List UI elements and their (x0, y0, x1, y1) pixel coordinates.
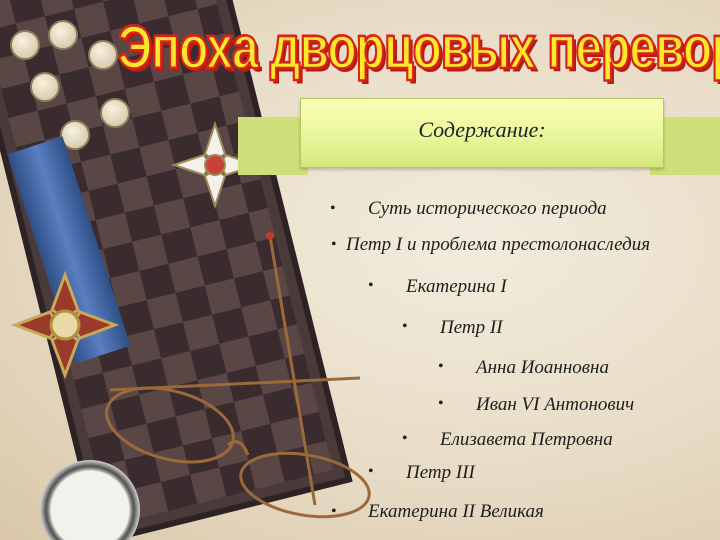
eyeglasses-image (90, 230, 450, 540)
contents-item-catherine-ii[interactable]: Екатерина II Великая (368, 501, 544, 522)
list-bullet: • (368, 277, 374, 294)
list-bullet: • (331, 236, 337, 253)
chess-piece (10, 30, 40, 60)
chess-piece (48, 20, 78, 50)
contents-item-ivan-vi[interactable]: Иван VI Антонович (476, 394, 635, 415)
page-title: Эпоха дворцовых переворотов (117, 14, 720, 83)
contents-heading: Содержание: (418, 117, 546, 142)
list-bullet: • (402, 430, 408, 447)
order-cross-icon (10, 270, 120, 384)
chess-piece (88, 40, 118, 70)
chess-piece (100, 98, 130, 128)
contents-banner: Содержание: (300, 98, 664, 168)
banner-tail-left (238, 117, 308, 175)
list-bullet: • (438, 358, 444, 375)
list-bullet: • (438, 395, 444, 412)
list-bullet: • (402, 318, 408, 335)
list-bullet: • (330, 200, 336, 217)
contents-item-peter-ii[interactable]: Петр II (440, 317, 503, 338)
compass-image (40, 460, 140, 540)
contents-item-elizabeth[interactable]: Елизавета Петровна (440, 429, 613, 450)
contents-item-peter-iii[interactable]: Петр III (406, 462, 475, 483)
chess-piece (60, 120, 90, 150)
list-bullet: • (331, 503, 337, 520)
contents-item-catherine-i[interactable]: Екатерина I (406, 276, 507, 297)
contents-item-peter-i[interactable]: Петр I и проблема престолонаследия (346, 234, 651, 255)
chess-piece (30, 72, 60, 102)
contents-item-essence[interactable]: Суть исторического периода (368, 198, 607, 219)
contents-item-anna[interactable]: Анна Иоанновна (476, 357, 609, 378)
list-bullet: • (368, 463, 374, 480)
